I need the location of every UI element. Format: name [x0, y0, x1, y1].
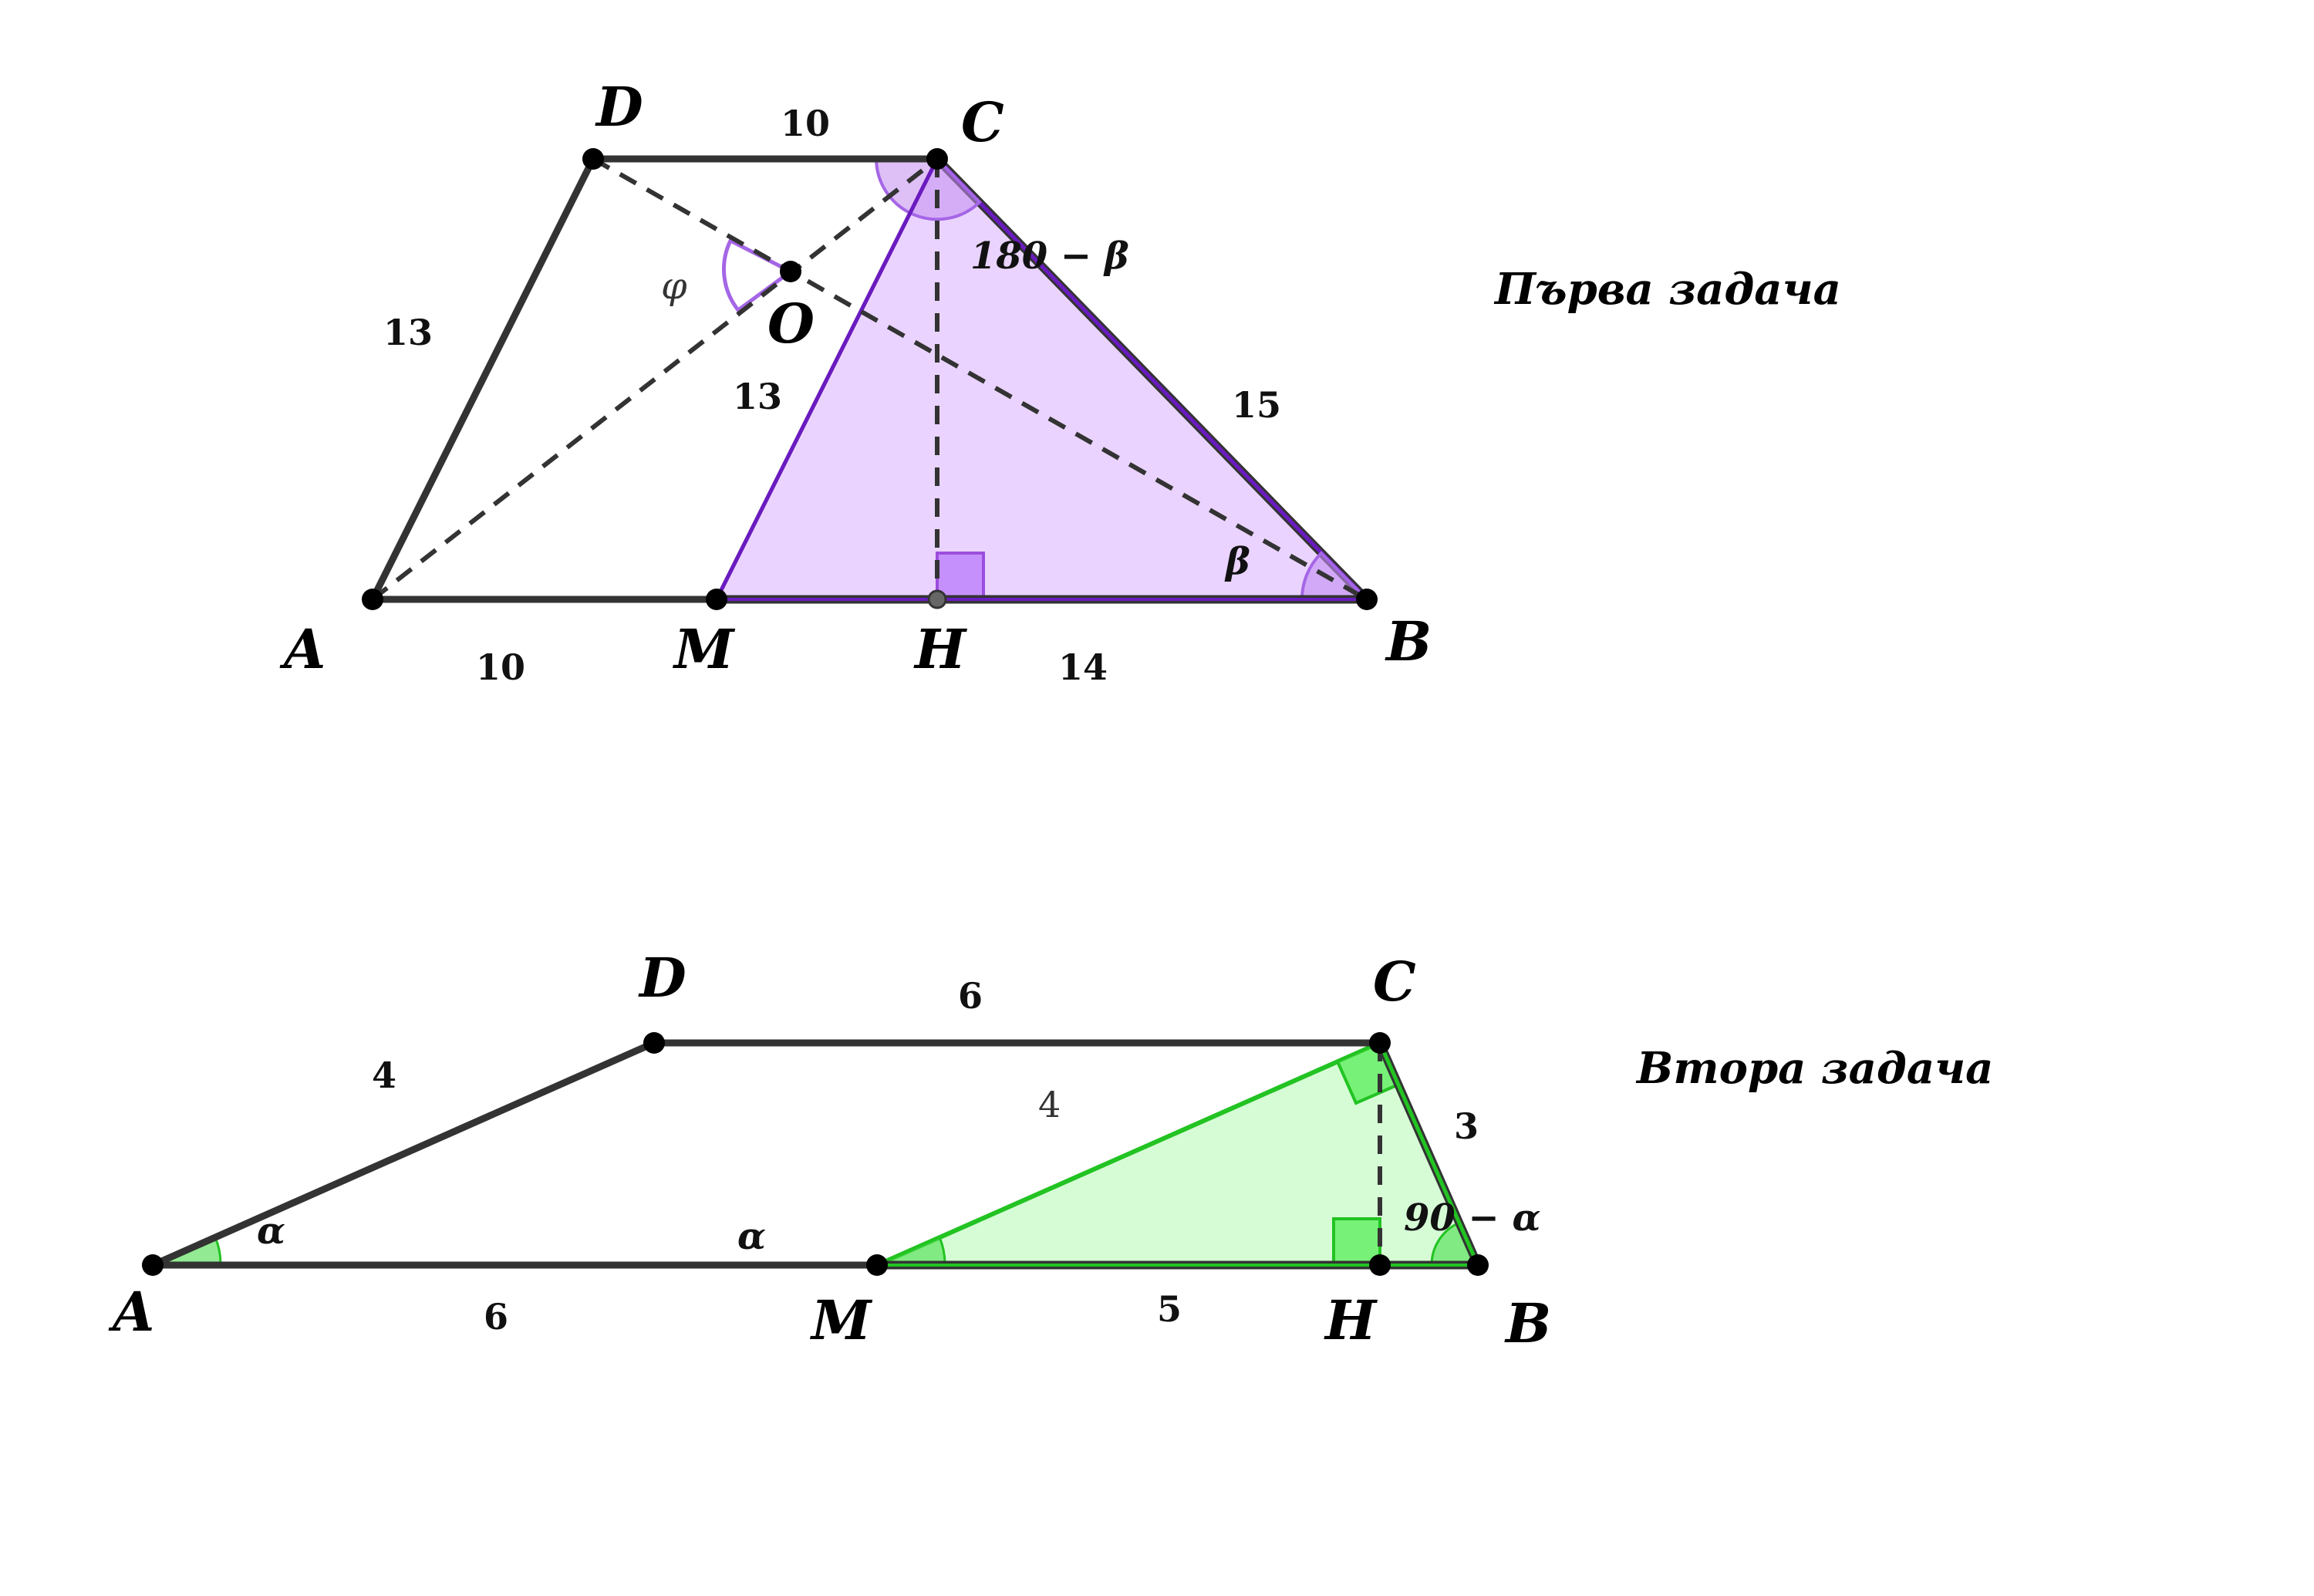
length-mb: 5 [1157, 1288, 1182, 1330]
point-b [1467, 1254, 1489, 1276]
segment-mc [714, 157, 939, 601]
point-b [1356, 589, 1378, 610]
label-b: B [1385, 609, 1432, 673]
problem1-title: Първа задача [1493, 264, 1841, 315]
label-o: O [767, 292, 815, 356]
point-o [780, 261, 801, 282]
length-ad: 4 [372, 1054, 396, 1096]
point-d [582, 148, 604, 170]
length-dc: 6 [958, 975, 983, 1017]
triangle-mbc [714, 157, 1369, 602]
label-h: H [1324, 1288, 1378, 1352]
segment-cb [935, 157, 1369, 602]
label-m: M [810, 1288, 873, 1352]
length-dc: 10 [781, 103, 830, 144]
length-mc: 4 [1038, 1084, 1061, 1125]
angle-m-label: α [737, 1215, 766, 1258]
problem1-figure: A B C D M H O 10 13 13 15 10 14 180 − β … [279, 75, 1432, 688]
length-cb: 15 [1232, 384, 1281, 426]
diagonal-db [592, 157, 1368, 602]
point-m [706, 589, 727, 610]
right-angle-h [1332, 1217, 1381, 1267]
point-c [926, 148, 948, 170]
label-m: M [673, 617, 736, 681]
length-mc: 13 [733, 376, 782, 417]
angle-b-label: 90 − α [1404, 1196, 1540, 1240]
angle-b-label: β [1224, 540, 1250, 583]
problem2-title: Втора задача [1635, 1043, 1993, 1094]
angle-o-label: φ [661, 265, 687, 308]
point-m [866, 1254, 888, 1276]
label-a: A [108, 1280, 154, 1344]
diagonal-ac [371, 157, 939, 602]
length-hb: 14 [1058, 646, 1108, 688]
angle-a-label: α [257, 1210, 285, 1253]
right-angle-h [936, 552, 985, 601]
segment-cb [1378, 1041, 1480, 1267]
point-a [362, 589, 383, 610]
length-cb: 3 [1454, 1105, 1479, 1147]
length-am: 10 [476, 646, 525, 688]
label-c: C [961, 90, 1004, 154]
label-c: C [1373, 950, 1416, 1014]
segment-ad [149, 1039, 658, 1269]
point-a [142, 1254, 164, 1276]
label-d: D [595, 75, 643, 139]
angle-c-label: 180 − β [970, 235, 1129, 278]
segment-ad [369, 155, 597, 603]
angle-o-arc [722, 238, 794, 313]
length-ad: 13 [383, 312, 433, 353]
point-h [1369, 1254, 1391, 1276]
point-h [927, 589, 947, 609]
label-h: H [913, 617, 967, 681]
point-c [1369, 1032, 1391, 1054]
problem2-figure: A B C D M H 4 6 4 3 6 5 α α 90 − α [108, 946, 1551, 1355]
label-b: B [1504, 1291, 1551, 1355]
length-am: 6 [484, 1296, 508, 1338]
label-a: A [279, 617, 326, 681]
angle-c-arc [874, 157, 982, 221]
label-d: D [638, 946, 686, 1010]
point-d [643, 1032, 665, 1054]
